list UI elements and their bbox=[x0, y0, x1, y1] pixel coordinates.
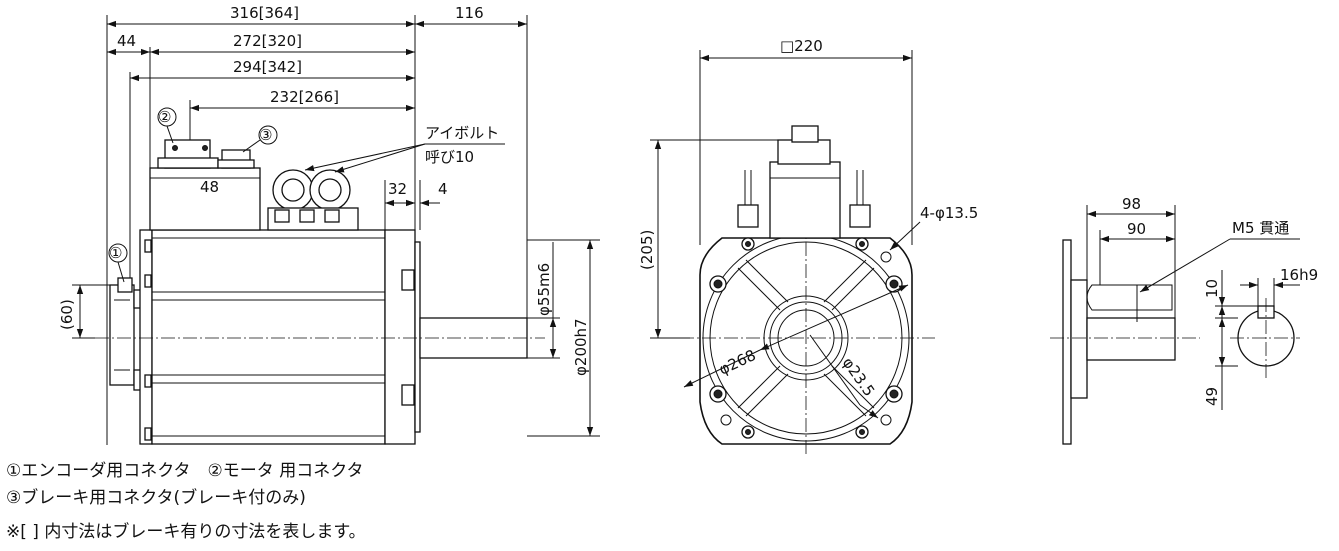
dim-flange-thickness: 32 bbox=[388, 180, 407, 198]
side-view: 316[364] 116 44 272[320] 294[342] 232[26… bbox=[58, 4, 600, 445]
dim-front-height: (205) bbox=[638, 230, 656, 270]
note-line-2: ③ブレーキ用コネクタ(ブレーキ付のみ) bbox=[6, 487, 306, 508]
motor-body bbox=[151, 229, 386, 445]
notes: ①エンコーダ用コネクタ ②モータ 用コネクタ ③ブレーキ用コネクタ(ブレーキ付の… bbox=[6, 461, 366, 542]
dim-tap: M5 貫通 bbox=[1232, 219, 1289, 237]
marker-brake-connector: ③ bbox=[259, 126, 272, 144]
dim-keyway-inner: 90 bbox=[1127, 220, 1146, 238]
dim-shaft-length: 116 bbox=[455, 4, 484, 22]
dim-connector-pitch: 48 bbox=[200, 178, 219, 196]
marker-encoder-connector: ① bbox=[109, 244, 122, 262]
dim-spigot: 4 bbox=[438, 180, 448, 198]
dim-connector-position: 232[266] bbox=[270, 88, 339, 106]
dim-flange-square: □220 bbox=[780, 37, 823, 55]
front-view: □220 (205) 4-φ13.5 φ268 φ23.5 bbox=[638, 37, 978, 455]
shaft-view: 98 90 M5 貫通 16h9 10 49 bbox=[1050, 195, 1318, 445]
dim-key-width: 16h9 bbox=[1280, 266, 1318, 284]
dim-encoder-height: (60) bbox=[58, 299, 76, 330]
dim-shaft-height: 49 bbox=[1203, 387, 1221, 406]
dim-bolt-holes: 4-φ13.5 bbox=[920, 204, 978, 222]
eyebolt-label-line2: 呼び10 bbox=[425, 148, 474, 166]
dim-keyway-length: 98 bbox=[1122, 195, 1141, 213]
dim-spigot-diameter: φ200h7 bbox=[572, 318, 590, 376]
front-flange-outline bbox=[699, 237, 913, 445]
note-line-1: ①エンコーダ用コネクタ ②モータ 用コネクタ bbox=[6, 461, 364, 481]
shaft-side bbox=[1086, 317, 1176, 361]
dim-body-length: 272[320] bbox=[233, 32, 302, 50]
marker-motor-connector: ② bbox=[158, 108, 171, 126]
dim-pcd: φ268 bbox=[716, 346, 759, 379]
note-line-3: ※[ ] 内寸法はブレーキ有りの寸法を表します。 bbox=[6, 521, 366, 542]
eyebolts bbox=[267, 169, 359, 231]
dim-total-length: 316[364] bbox=[230, 4, 299, 22]
eyebolt-label-line1: アイボルト bbox=[425, 124, 499, 142]
front-connector-box bbox=[769, 161, 841, 239]
dim-key-height: 10 bbox=[1203, 279, 1221, 298]
motor-flange bbox=[384, 229, 416, 445]
dim-flange-to-end: 294[342] bbox=[233, 58, 302, 76]
dim-shaft-diameter: φ55m6 bbox=[535, 263, 553, 316]
keyway bbox=[1086, 284, 1173, 311]
dim-encoder-offset: 44 bbox=[117, 32, 136, 50]
